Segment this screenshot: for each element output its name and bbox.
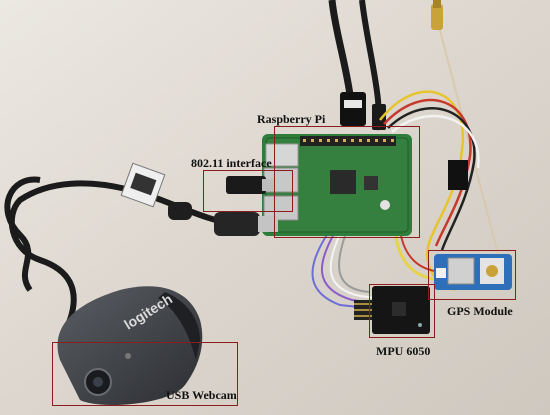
raspberry-pi-callout — [274, 126, 420, 238]
wire-black — [387, 107, 476, 251]
wire-white — [391, 114, 480, 169]
hdmi-plug — [340, 92, 366, 126]
wifi-interface-callout — [203, 170, 293, 212]
raspberry-pi-label: Raspberry Pi — [257, 112, 326, 126]
wire-gray — [338, 235, 371, 293]
webcam-callout — [52, 342, 238, 406]
micro-usb-plug — [372, 104, 386, 130]
usb-plug — [214, 212, 278, 236]
jumper-header — [448, 160, 468, 190]
wifi-dongle — [226, 176, 274, 194]
power-cable — [359, 0, 383, 131]
webcam-device: logitech — [57, 286, 203, 405]
mpu-board — [354, 286, 430, 334]
gps-module-callout — [428, 250, 516, 300]
mpu-callout — [369, 284, 435, 338]
gps-module-label: GPS Module — [447, 304, 513, 318]
cable-tag — [120, 162, 166, 208]
wire-purple — [320, 231, 373, 304]
webcam-label: USB Webcam — [166, 388, 237, 402]
ferrite-bead — [168, 202, 192, 220]
wire-white-mpu — [329, 233, 377, 299]
grove-cable — [393, 229, 441, 282]
wire-blue — [311, 229, 369, 309]
sma-connector — [431, 0, 443, 30]
mpu-label: MPU 6050 — [376, 344, 431, 358]
wifi-interface-label: 802.11 interface — [191, 156, 272, 170]
wire-red — [383, 98, 472, 247]
gps-board — [434, 254, 512, 290]
